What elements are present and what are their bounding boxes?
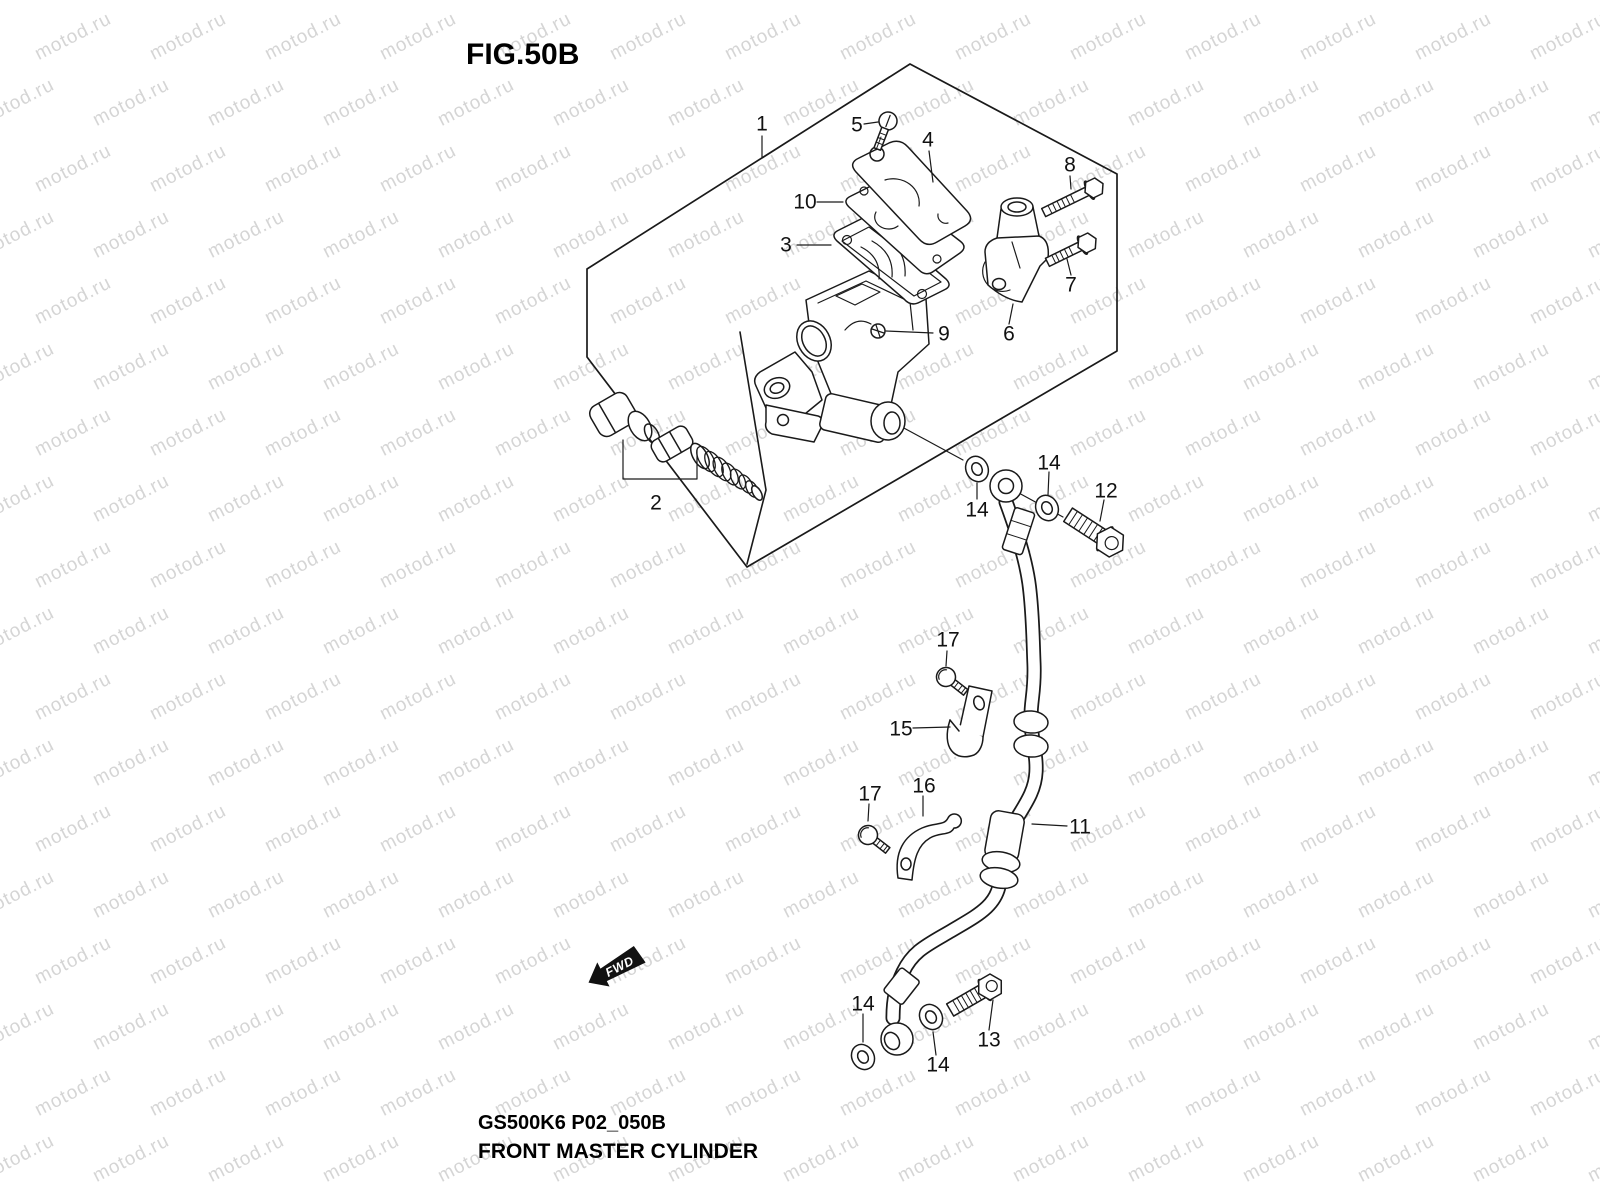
callout-4: 4: [922, 128, 934, 152]
boundary-box: [586, 63, 1118, 568]
piston-spring-assembly: [588, 391, 764, 501]
callout-12: 12: [1094, 479, 1118, 503]
bolt-8: [1040, 177, 1104, 218]
banjo-bolt-12: [1062, 507, 1125, 558]
brake-hose: [880, 469, 1049, 1056]
callout-1: 1: [756, 112, 768, 136]
reservoir-cap: [851, 140, 972, 246]
callout-14: 14: [965, 498, 989, 522]
footer-part-code: GS500K6 P02_050B: [478, 1112, 666, 1134]
callout-6: 6: [1003, 322, 1015, 346]
banjo-eye-bottom: [880, 1022, 914, 1056]
hose-collar: [979, 810, 1025, 890]
sealing-washers: [850, 455, 1060, 1071]
hose-crimp-top: [1001, 507, 1036, 556]
cap-screw: [873, 111, 898, 152]
reservoir-screw: [870, 323, 886, 339]
spring-coils: [696, 445, 759, 498]
callout-8: 8: [1064, 153, 1076, 177]
banjo-bolt-13: [945, 973, 1003, 1017]
callout-16: 16: [912, 774, 936, 798]
clamp-screw-17b: [857, 824, 891, 854]
figure-title: FIG.50B: [466, 38, 580, 71]
hose-bracket-16: [896, 813, 963, 881]
callout-13: 13: [977, 1028, 1001, 1052]
reservoir-opening: [796, 320, 832, 362]
pointer-triangle: [739, 331, 767, 565]
banjo-eye-top: [989, 469, 1023, 503]
callout-14: 14: [1037, 451, 1061, 475]
callout-9: 9: [938, 322, 950, 346]
hose-bracket-15: [946, 685, 993, 758]
clamp-screw-17a: [935, 666, 969, 696]
callout-17: 17: [858, 782, 882, 806]
leader-lines: [622, 121, 1105, 1056]
bracket-leader-2: [622, 439, 698, 480]
callout-2: 2: [650, 491, 662, 515]
hose-crimp-bottom: [883, 967, 920, 1005]
callout-3: 3: [780, 233, 792, 257]
callout-11: 11: [1069, 815, 1091, 839]
callout-14: 14: [851, 992, 875, 1016]
callout-7: 7: [1065, 273, 1077, 297]
clamp-holder: [982, 197, 1050, 303]
callout-5: 5: [851, 113, 863, 137]
callout-15: 15: [889, 717, 913, 741]
callout-17: 17: [936, 628, 960, 652]
hose-grommet: [1013, 710, 1049, 758]
footer-figure-name: FRONT MASTER CYLINDER: [478, 1140, 758, 1163]
footer: GS500K6 P02_050B FRONT MASTER CYLINDER: [478, 1112, 758, 1164]
callout-10: 10: [793, 190, 817, 214]
master-cylinder-body: [753, 270, 930, 444]
callout-14: 14: [926, 1053, 950, 1077]
bolt-7: [1044, 232, 1097, 268]
